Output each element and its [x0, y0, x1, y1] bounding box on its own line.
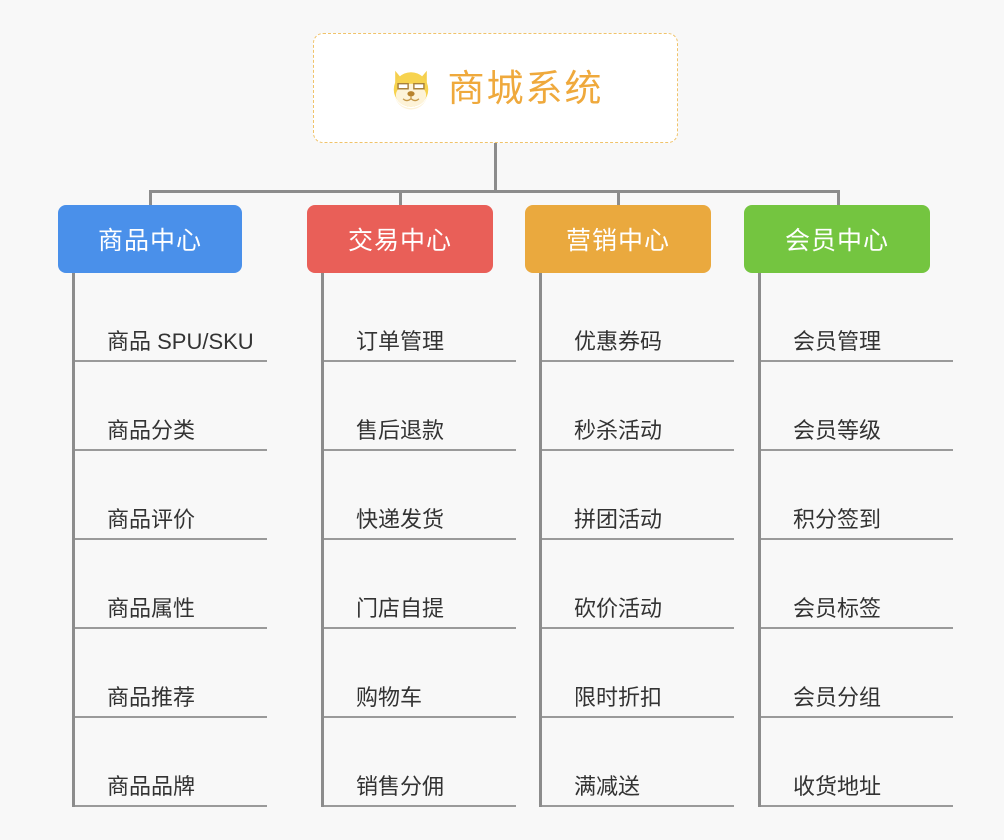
leaf-list-会员中心: 会员管理 会员等级 积分签到 会员标签 会员分组 收货地址 — [758, 273, 988, 807]
category-label: 商品中心 — [97, 227, 202, 255]
shiba-dog-icon — [388, 65, 434, 111]
category-商品中心[interactable]: 商品中心 — [58, 205, 242, 273]
leaf-label: 订单管理 — [324, 328, 516, 362]
leaf-label: 商品评价 — [75, 506, 267, 540]
leaf-label: 售后退款 — [324, 417, 516, 451]
list-item[interactable]: 砍价活动 — [542, 540, 769, 629]
list-item[interactable]: 限时折扣 — [542, 629, 769, 718]
category-label: 交易中心 — [347, 227, 452, 255]
leaf-label: 商品 SPU/SKU — [75, 328, 267, 362]
leaf-label: 积分签到 — [761, 506, 953, 540]
connector-drop-1 — [149, 190, 152, 207]
category-box[interactable]: 会员中心 — [744, 205, 930, 273]
leaf-list-交易中心: 订单管理 售后退款 快递发货 门店自提 购物车 销售分佣 — [321, 273, 551, 807]
leaf-list-营销中心: 优惠券码 秒杀活动 拼团活动 砍价活动 限时折扣 满减送 — [539, 273, 769, 807]
category-营销中心[interactable]: 营销中心 — [525, 205, 711, 273]
list-item[interactable]: 会员标签 — [761, 540, 988, 629]
list-item[interactable]: 会员分组 — [761, 629, 988, 718]
category-label: 会员中心 — [784, 227, 889, 255]
leaf-label: 秒杀活动 — [542, 417, 734, 451]
list-item[interactable]: 商品 SPU/SKU — [75, 273, 302, 362]
leaf-label: 商品品牌 — [75, 773, 267, 807]
category-box[interactable]: 商品中心 — [58, 205, 242, 273]
list-item[interactable]: 商品属性 — [75, 540, 302, 629]
list-item[interactable]: 售后退款 — [324, 362, 551, 451]
leaf-label: 销售分佣 — [324, 773, 516, 807]
leaf-label: 会员管理 — [761, 328, 953, 362]
list-item[interactable]: 商品分类 — [75, 362, 302, 451]
leaf-label: 商品推荐 — [75, 684, 267, 718]
leaf-label: 购物车 — [324, 684, 516, 718]
list-item[interactable]: 会员管理 — [761, 273, 988, 362]
list-item[interactable]: 秒杀活动 — [542, 362, 769, 451]
list-item[interactable]: 会员等级 — [761, 362, 988, 451]
leaf-label: 商品属性 — [75, 595, 267, 629]
leaf-list-商品中心: 商品 SPU/SKU 商品分类 商品评价 商品属性 商品推荐 商品品牌 — [72, 273, 302, 807]
list-item[interactable]: 商品评价 — [75, 451, 302, 540]
leaf-label: 门店自提 — [324, 595, 516, 629]
leaf-label: 限时折扣 — [542, 684, 734, 718]
category-label: 营销中心 — [565, 227, 670, 255]
list-item[interactable]: 订单管理 — [324, 273, 551, 362]
list-item[interactable]: 优惠券码 — [542, 273, 769, 362]
leaf-label: 拼团活动 — [542, 506, 734, 540]
leaf-label: 快递发货 — [324, 506, 516, 540]
leaf-label: 收货地址 — [761, 773, 953, 807]
leaf-label: 优惠券码 — [542, 328, 734, 362]
connector-drop-2 — [399, 190, 402, 207]
list-item[interactable]: 拼团活动 — [542, 451, 769, 540]
connector-horizontal-bus — [149, 190, 840, 193]
list-item[interactable]: 门店自提 — [324, 540, 551, 629]
connector-root-stem — [494, 143, 497, 192]
list-item[interactable]: 满减送 — [542, 718, 769, 807]
category-box[interactable]: 营销中心 — [525, 205, 711, 273]
list-item[interactable]: 商品推荐 — [75, 629, 302, 718]
root-title: 商城系统 — [447, 67, 604, 109]
list-item[interactable]: 积分签到 — [761, 451, 988, 540]
leaf-label: 商品分类 — [75, 417, 267, 451]
list-item[interactable]: 收货地址 — [761, 718, 988, 807]
category-box[interactable]: 交易中心 — [307, 205, 493, 273]
leaf-label: 会员标签 — [761, 595, 953, 629]
list-item[interactable]: 快递发货 — [324, 451, 551, 540]
category-会员中心[interactable]: 会员中心 — [744, 205, 930, 273]
connector-drop-3 — [617, 190, 620, 207]
leaf-label: 会员分组 — [761, 684, 953, 718]
root-node[interactable]: 商城系统 — [313, 33, 678, 143]
leaf-label: 会员等级 — [761, 417, 953, 451]
leaf-label: 满减送 — [542, 773, 734, 807]
connector-drop-4 — [837, 190, 840, 207]
list-item[interactable]: 购物车 — [324, 629, 551, 718]
list-item[interactable]: 商品品牌 — [75, 718, 302, 807]
category-交易中心[interactable]: 交易中心 — [307, 205, 493, 273]
list-item[interactable]: 销售分佣 — [324, 718, 551, 807]
leaf-label: 砍价活动 — [542, 595, 734, 629]
